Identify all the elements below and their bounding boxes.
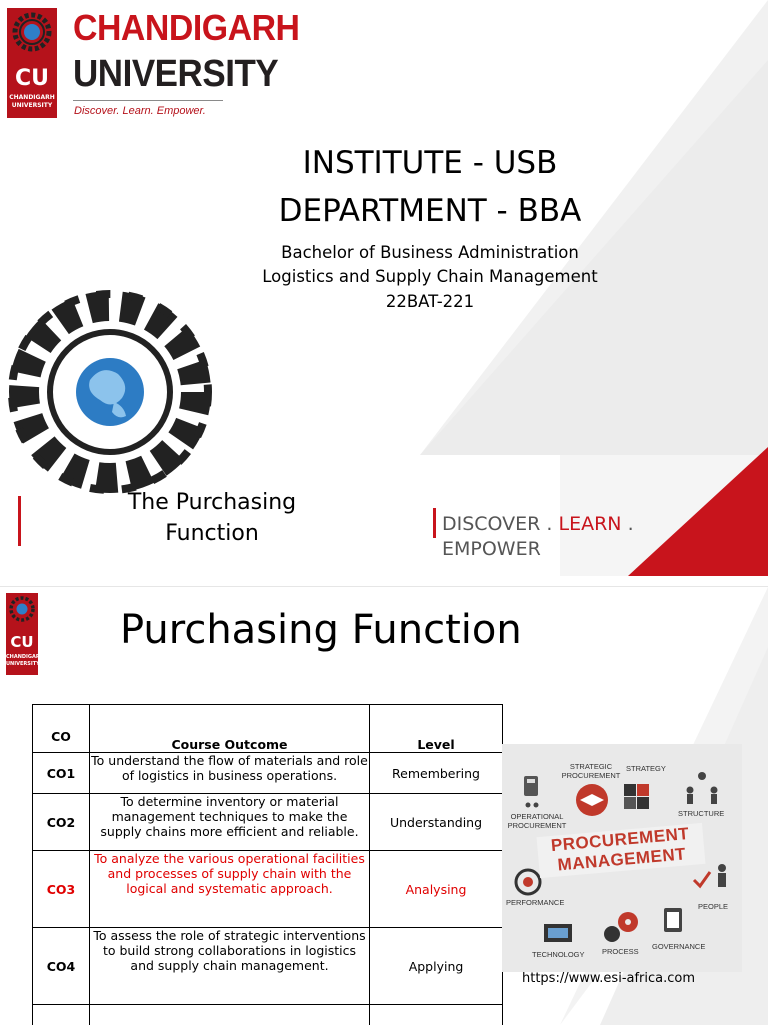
table-row: CO1 To understand the flow of materials … [33,753,503,794]
course-outcome-table: CO Course Outcome Level CO1 To understan… [32,704,503,1025]
slide-title: Purchasing Function [120,607,522,653]
topic-line-2: Function [100,518,324,549]
row-outcome: To assess the role of strategic interven… [90,928,370,1005]
motto: DISCOVER . LEARN . EMPOWER [442,512,682,562]
empty-cell [90,1005,370,1025]
logo-initials: CU [7,66,57,91]
row-outcome: To understand the flow of materials and … [90,753,370,794]
motto-learn: LEARN [559,513,622,535]
header-level: Level [370,705,503,753]
course-name: Logistics and Supply Chain Management [160,267,700,286]
institute-heading: INSTITUTE - USB [160,145,700,181]
table-row: CO2 To determine inventory or material m… [33,794,503,851]
gear-globe-graphic [4,262,216,498]
table-row-empty [33,1005,503,1025]
label-governance: GOVERNANCE [652,942,705,951]
table-row-highlighted: CO3 To analyze the various operational f… [33,851,503,928]
small-gear-globe-icon [9,596,35,622]
row-co: CO1 [33,753,90,794]
topic-line-1: The Purchasing [100,487,324,518]
department-heading: DEPARTMENT - BBA [160,193,700,229]
procurement-image: STRATEGIC PROCUREMENT STRATEGY OPERATION… [502,744,742,972]
row-co: CO4 [33,928,90,1005]
small-logo-badge: CU CHANDIGARH UNIVERSITY [6,593,38,675]
gear-globe-icon [12,12,52,52]
motto-discover: DISCOVER [442,513,540,535]
logo-badge-text-2: UNIVERSITY [7,103,57,109]
table-header-row: CO Course Outcome Level [33,705,503,753]
program-name: Bachelor of Business Administration [160,243,700,262]
logo-name-line1: CHANDIGARH [73,7,300,49]
logo-badge-text-1: CHANDIGARH [7,95,57,101]
logo-name-line2: UNIVERSITY [73,53,278,96]
row-level: Understanding [370,794,503,851]
row-outcome: To analyze the various operational facil… [90,851,370,928]
slide-gap [0,576,768,586]
row-level: Remembering [370,753,503,794]
label-performance: PERFORMANCE [506,898,564,907]
small-logo-text-1: CHANDIGARH [6,655,38,660]
motto-accent-bar [433,508,436,538]
row-co: CO2 [33,794,90,851]
label-technology: TECHNOLOGY [532,950,585,959]
topic-title: The Purchasing Function [100,487,324,549]
motto-empower: EMPOWER [442,538,541,560]
header-outcome: Course Outcome [90,705,370,753]
empty-cell [33,1005,90,1025]
topic-accent-bar [18,496,21,546]
small-logo-text-2: UNIVERSITY [6,662,38,667]
image-caption: https://www.esi-africa.com [522,971,695,986]
title-slide: CU CHANDIGARH UNIVERSITY CHANDIGARH UNIV… [0,0,768,576]
label-people: PEOPLE [698,902,728,911]
row-level: Analysing [370,851,503,928]
motto-dot-2: . [622,513,634,535]
motto-dot-1: . [540,513,558,535]
table-row: CO4 To assess the role of strategic inte… [33,928,503,1005]
header-co: CO [33,705,90,753]
logo-tagline: Discover. Learn. Empower. [74,105,206,117]
row-outcome: To determine inventory or material manag… [90,794,370,851]
row-co: CO3 [33,851,90,928]
course-code: 22BAT-221 [160,292,700,311]
small-logo-initials: CU [6,633,38,651]
logo-divider [73,100,223,101]
content-slide: CU CHANDIGARH UNIVERSITY Purchasing Func… [0,586,768,1025]
logo-badge: CU CHANDIGARH UNIVERSITY [7,8,57,118]
empty-cell [370,1005,503,1025]
row-level: Applying [370,928,503,1005]
label-process: PROCESS [602,947,639,956]
